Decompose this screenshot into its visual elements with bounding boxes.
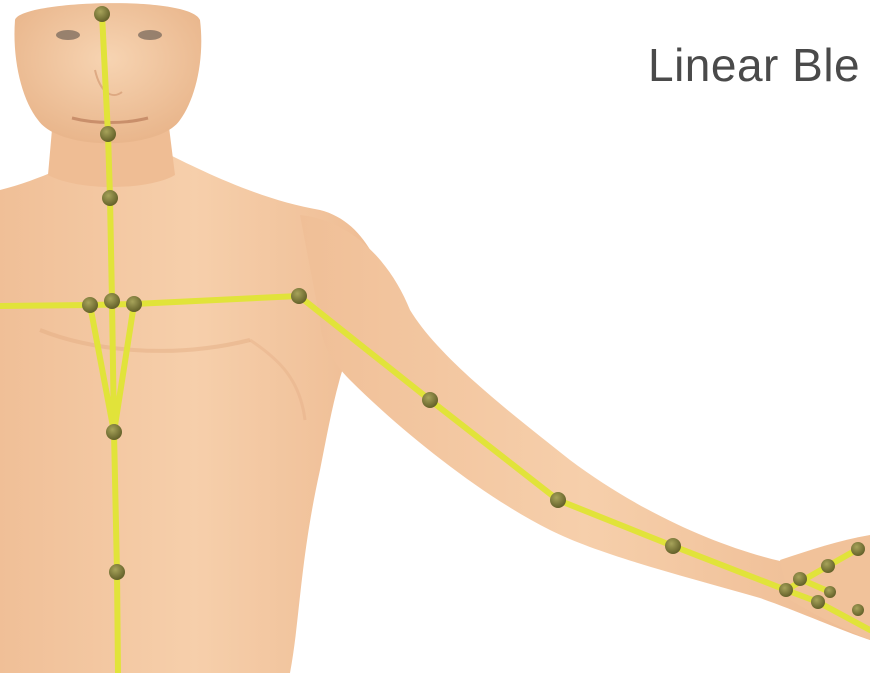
joint-spine-top: [104, 293, 120, 309]
video-title: Linear Ble: [648, 38, 860, 92]
joint-upper-arm: [422, 392, 438, 408]
joint-finger-2: [824, 586, 836, 598]
joint-clavicle-right: [126, 296, 142, 312]
joint-spine-lower: [109, 564, 125, 580]
joint-shoulder: [291, 288, 307, 304]
joint-elbow: [550, 492, 566, 508]
joint-thumb-2: [821, 559, 835, 573]
joint-sternum: [106, 424, 122, 440]
joint-head: [100, 126, 116, 142]
joint-forearm: [665, 538, 681, 554]
joint-thumb-3: [851, 542, 865, 556]
joint-head-top: [94, 6, 110, 22]
joint-finger-3: [852, 604, 864, 616]
joint-wrist: [779, 583, 793, 597]
joint-thumb-1: [793, 572, 807, 586]
joint-clavicle-left: [82, 297, 98, 313]
joint-neck: [102, 190, 118, 206]
joint-finger-1: [811, 595, 825, 609]
